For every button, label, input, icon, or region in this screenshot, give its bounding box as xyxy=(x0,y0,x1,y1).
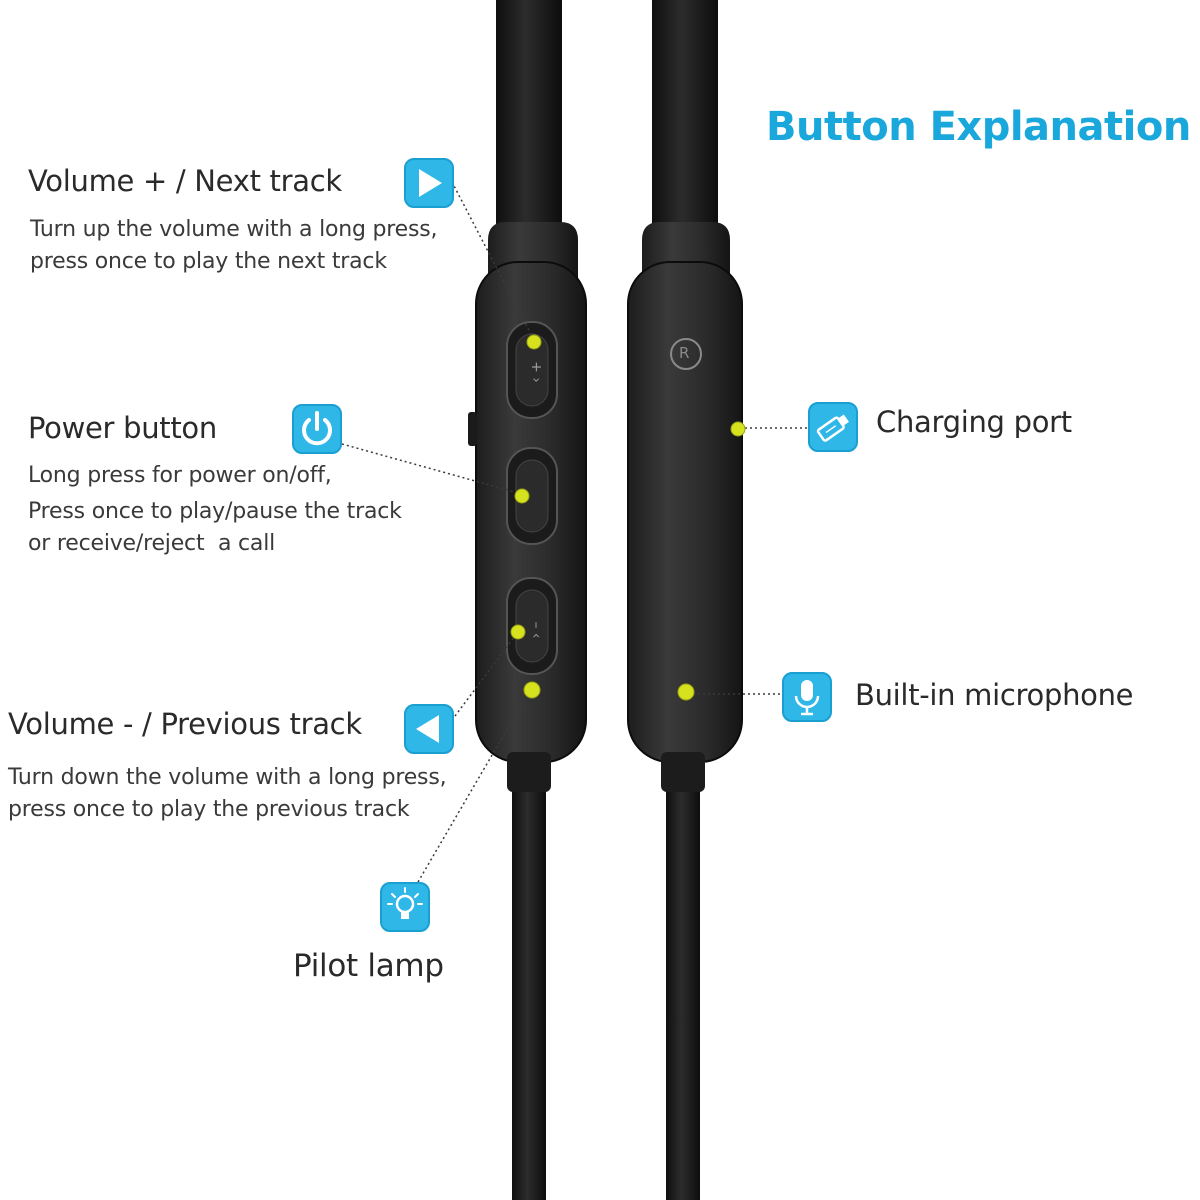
leader-volume-down xyxy=(451,631,519,721)
svg-text:+ ›: + › xyxy=(528,361,544,383)
play-right-icon xyxy=(404,158,454,208)
pilot-lamp-title: Pilot lamp xyxy=(293,948,444,984)
right-cable xyxy=(666,755,700,1200)
power-line-2: Press once to play/pause the track xyxy=(28,499,402,524)
left-cable xyxy=(512,755,546,1200)
right-cable-collar xyxy=(661,752,705,792)
indicator-dots xyxy=(510,334,746,701)
left-cable-collar xyxy=(507,752,551,792)
volume-down-line-1: Turn down the volume with a long press, xyxy=(8,765,447,790)
play-left-icon xyxy=(404,704,454,754)
dot-volume-down xyxy=(510,624,526,640)
microphone-title: Built-in microphone xyxy=(855,678,1134,712)
volume-down-button: – ‹ xyxy=(506,577,558,675)
volume-down-description: Turn down the volume with a long press, … xyxy=(8,762,447,826)
volume-down-title: Volume - / Previous track xyxy=(8,707,362,741)
svg-text:– ‹: – ‹ xyxy=(528,621,544,638)
power-button-key xyxy=(506,447,558,545)
usb-icon xyxy=(808,402,858,452)
right-band xyxy=(652,0,718,260)
power-icon xyxy=(292,404,342,454)
volume-up-line-1: Turn up the volume with a long press, xyxy=(30,217,438,242)
volume-down-line-2: press once to play the previous track xyxy=(8,797,410,822)
volume-up-description: Turn up the volume with a long press, pr… xyxy=(30,214,438,278)
volume-up-button: + › xyxy=(506,321,558,419)
lightbulb-icon xyxy=(380,882,430,932)
leader-power xyxy=(341,443,523,495)
power-line-1: Long press for power on/off, xyxy=(28,463,332,488)
page-title: Button Explanation xyxy=(766,104,1191,150)
registered-mark: R xyxy=(679,344,690,362)
left-band xyxy=(496,0,562,260)
power-line-3: or receive/reject a call xyxy=(28,531,276,556)
power-title: Power button xyxy=(28,411,217,445)
charging-port-title: Charging port xyxy=(876,405,1072,439)
microphone-icon xyxy=(782,672,832,722)
left-side-nub xyxy=(468,412,477,446)
dot-mic xyxy=(677,683,695,701)
dot-volume-up xyxy=(526,334,542,350)
volume-up-title: Volume + / Next track xyxy=(28,164,342,198)
volume-up-line-2: press once to play the next track xyxy=(30,249,387,274)
dot-charging xyxy=(730,421,746,437)
dot-pilot-lamp xyxy=(523,681,541,699)
leader-pilot-lamp xyxy=(417,689,531,883)
dot-power xyxy=(514,488,530,504)
registered-mark-circle xyxy=(670,338,702,370)
power-description: Long press for power on/off, Press once … xyxy=(28,460,402,560)
